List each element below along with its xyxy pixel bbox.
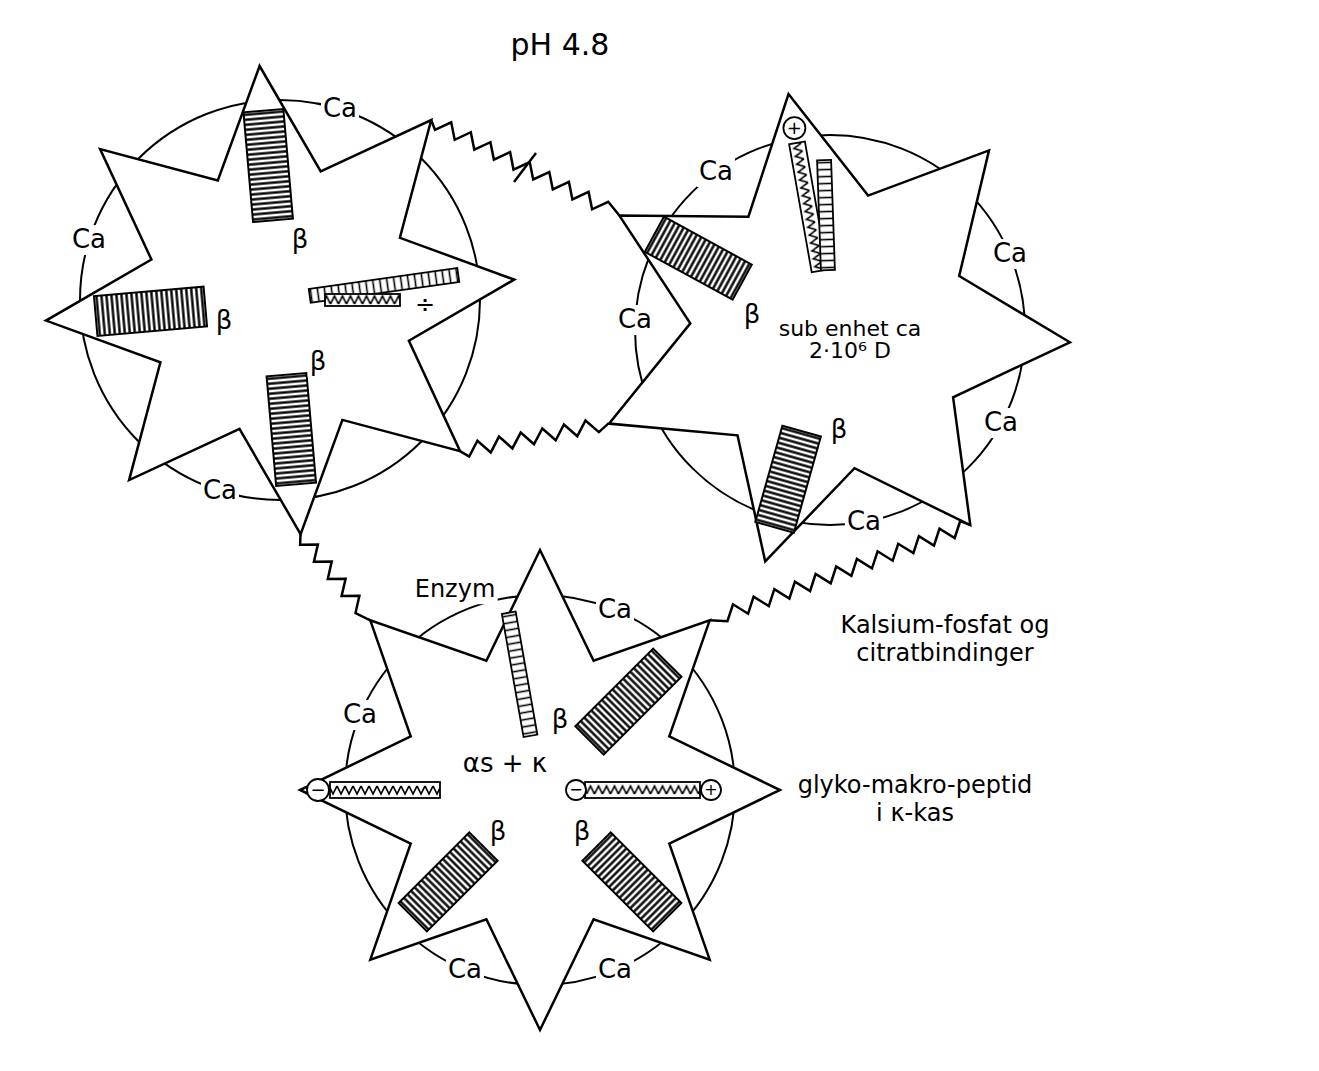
- calcium-label: Ca: [70, 225, 108, 255]
- charge-circle: [701, 780, 721, 800]
- subunit-label: αs + κ: [463, 750, 547, 776]
- calcium-phosphate-bond: [460, 421, 609, 457]
- calcium-phosphate-bond: [300, 534, 370, 620]
- calcium-label: Ca: [982, 408, 1020, 438]
- beta-casein-rod: [267, 373, 316, 486]
- charged-rod: [325, 294, 400, 306]
- charge-circle: [307, 779, 329, 801]
- annotation: Enzym: [413, 576, 498, 604]
- calcium-phosphate-bond: [431, 120, 619, 215]
- charged-rod: [585, 782, 700, 798]
- calcium-label: Ca: [697, 157, 735, 187]
- beta-casein-label: β: [550, 705, 571, 735]
- calcium-label: Ca: [446, 955, 484, 985]
- beta-casein-rod: [243, 109, 292, 222]
- beta-casein-rod: [645, 217, 752, 300]
- star-shape: [609, 94, 1070, 561]
- subunit-label: sub enhet ca 2·10⁶ D: [765, 318, 935, 362]
- enzyme-rod: [502, 612, 537, 738]
- beta-casein-label: β: [742, 300, 763, 330]
- calcium-label: Ca: [321, 94, 359, 124]
- beta-casein-rod: [94, 287, 207, 336]
- beta-casein-label: β: [829, 415, 850, 445]
- beta-casein-label: β: [488, 817, 509, 847]
- calcium-label: Ca: [201, 476, 239, 506]
- charge-sign: +: [704, 782, 717, 798]
- beta-casein-label: β: [572, 817, 593, 847]
- beta-casein-label: β: [290, 225, 311, 255]
- star-shape: [300, 550, 780, 1030]
- beta-casein-rod: [755, 426, 821, 533]
- calcium-label: Ca: [596, 955, 634, 985]
- charge-sign: −: [310, 781, 325, 799]
- calcium-phosphate-bond: [710, 521, 970, 621]
- subunit-label: ÷: [415, 293, 435, 317]
- beta-casein-rod: [575, 649, 681, 755]
- beta-casein-label: β: [308, 347, 329, 377]
- charge-circle: [783, 117, 805, 139]
- calcium-label: Ca: [991, 239, 1029, 269]
- beta-casein-label: β: [214, 306, 235, 336]
- charge-circle: [566, 780, 586, 800]
- charged-rod: [330, 782, 440, 798]
- annotation: glyko-makro-peptid i κ-kas: [793, 772, 1037, 827]
- casein-subunit: sub enhet ca 2·10⁶ D: [606, 91, 1073, 564]
- annotation: Kalsium-fosfat og citratbindinger: [798, 612, 1092, 667]
- beta-casein-rod: [582, 832, 681, 931]
- enzyme-rod: [817, 160, 835, 270]
- calcium-label: Ca: [845, 507, 883, 537]
- charge-sign: +: [787, 119, 802, 137]
- calcium-label: Ca: [596, 595, 634, 625]
- charge-sign: −: [569, 782, 582, 798]
- calcium-label: Ca: [341, 700, 379, 730]
- star-shape: [46, 66, 514, 534]
- calcium-label: Ca: [616, 305, 654, 335]
- annotation: pH 4.8: [509, 28, 612, 63]
- beta-casein-rod: [399, 832, 498, 931]
